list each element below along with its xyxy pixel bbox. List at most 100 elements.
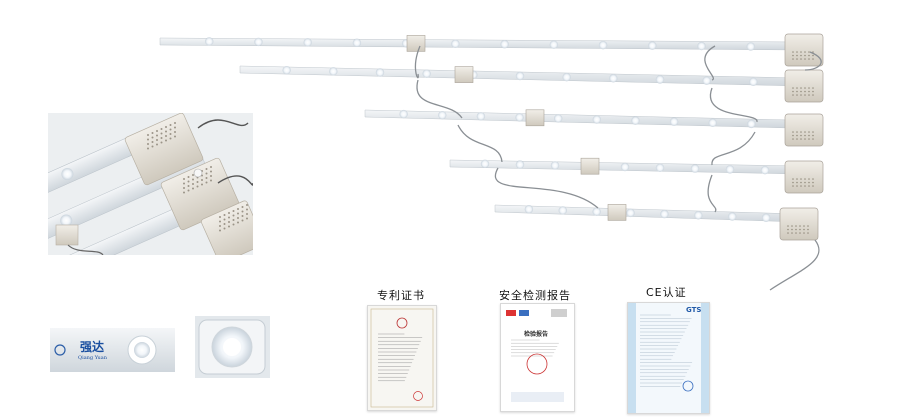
vent-hole bbox=[183, 182, 185, 185]
vent-hole bbox=[237, 208, 239, 210]
strip-connector bbox=[454, 66, 474, 83]
vent-hole bbox=[151, 145, 154, 148]
vent-hole bbox=[151, 141, 154, 143]
vent-hole bbox=[792, 58, 794, 60]
vent-hole bbox=[796, 134, 798, 137]
vent-hole bbox=[237, 212, 239, 215]
vent-hole bbox=[791, 225, 793, 227]
led-bead bbox=[515, 71, 525, 81]
vent-hole bbox=[792, 87, 794, 89]
vent-hole bbox=[174, 122, 176, 124]
vent-hole bbox=[165, 130, 167, 133]
vent-hole bbox=[228, 221, 230, 223]
vent-hole bbox=[201, 183, 203, 186]
led-bead bbox=[747, 119, 756, 129]
vent-hole bbox=[165, 135, 167, 137]
vent-hole bbox=[800, 58, 802, 60]
vent-hole bbox=[804, 185, 806, 187]
vent-hole bbox=[812, 134, 814, 137]
vent-hole bbox=[792, 138, 794, 140]
vent-hole bbox=[192, 187, 194, 190]
vent-hole bbox=[787, 228, 789, 231]
vent-hole bbox=[792, 185, 794, 187]
vent-hole bbox=[210, 170, 212, 173]
vent-hole bbox=[147, 147, 149, 150]
vent-hole bbox=[792, 181, 794, 184]
vent-hole bbox=[241, 219, 244, 222]
vent-hole bbox=[219, 216, 221, 218]
vent-hole bbox=[147, 143, 149, 145]
vent-hole bbox=[169, 124, 172, 126]
vent-hole bbox=[228, 216, 230, 219]
vent-hole bbox=[246, 208, 248, 211]
led-bead bbox=[708, 118, 717, 128]
vent-hole bbox=[799, 232, 801, 234]
strip-connector bbox=[607, 204, 627, 221]
power-module-box bbox=[784, 69, 824, 103]
vent-hole bbox=[156, 139, 158, 141]
vent-hole bbox=[183, 191, 185, 194]
vent-hole bbox=[800, 90, 802, 93]
connecting-wire bbox=[707, 174, 717, 213]
vent-hole bbox=[800, 54, 802, 57]
vent-hole bbox=[808, 54, 810, 57]
vent-hole bbox=[808, 185, 810, 187]
patent-certificate-title: 专利证书 bbox=[377, 289, 425, 302]
vent-hole bbox=[228, 212, 230, 214]
vent-hole bbox=[796, 94, 798, 96]
led-bead bbox=[500, 40, 509, 49]
vent-hole bbox=[792, 178, 794, 180]
vent-hole bbox=[219, 225, 221, 227]
vent-hole bbox=[800, 134, 802, 137]
led-bead bbox=[749, 77, 758, 87]
vent-hole bbox=[187, 185, 190, 187]
vent-hole bbox=[812, 51, 814, 53]
vent-hole bbox=[183, 178, 185, 180]
strip-connector bbox=[525, 109, 545, 127]
led-bead bbox=[254, 37, 263, 47]
vent-hole bbox=[192, 183, 194, 185]
strip-connector bbox=[406, 35, 426, 52]
vent-hole bbox=[219, 220, 221, 223]
vent-hole bbox=[237, 217, 239, 219]
vent-hole bbox=[223, 227, 226, 230]
vent-hole bbox=[165, 126, 167, 128]
vent-hole bbox=[800, 87, 802, 89]
led-bead bbox=[553, 114, 563, 123]
vent-hole bbox=[174, 131, 176, 133]
vent-hole bbox=[800, 178, 802, 180]
led-strip bbox=[494, 204, 801, 223]
led-bead bbox=[592, 207, 601, 216]
led-bead bbox=[760, 166, 770, 175]
vent-hole bbox=[808, 131, 810, 133]
vent-hole bbox=[787, 225, 789, 227]
led-bead bbox=[728, 212, 737, 221]
vent-hole bbox=[241, 210, 244, 213]
vent-hole bbox=[246, 217, 248, 220]
vent-hole bbox=[800, 131, 802, 133]
connecting-wire bbox=[709, 87, 758, 123]
led-bead bbox=[451, 39, 460, 48]
vent-hole bbox=[812, 94, 814, 96]
gts-logo: GTS bbox=[686, 306, 702, 314]
power-module-box bbox=[784, 160, 824, 194]
vent-hole bbox=[808, 90, 810, 93]
vent-hole bbox=[246, 204, 248, 206]
vent-hole bbox=[792, 131, 794, 133]
connecting-wire bbox=[704, 45, 716, 81]
vent-hole bbox=[223, 218, 226, 221]
vent-hole bbox=[800, 94, 802, 96]
vent-hole bbox=[796, 138, 798, 140]
led-bead bbox=[620, 162, 630, 172]
vent-hole bbox=[803, 228, 805, 231]
led-bead bbox=[655, 163, 665, 172]
connecting-wire bbox=[494, 167, 599, 209]
led-bead bbox=[549, 40, 559, 49]
strip-brand-closeup: 强达 Qiang Yuan bbox=[50, 318, 175, 380]
brand-pinyin: Qiang Yuan bbox=[78, 355, 107, 361]
vent-hole bbox=[151, 132, 154, 134]
vent-hole bbox=[219, 229, 221, 232]
vent-hole bbox=[228, 225, 230, 228]
vent-hole bbox=[796, 51, 798, 53]
led-bead bbox=[282, 65, 291, 75]
